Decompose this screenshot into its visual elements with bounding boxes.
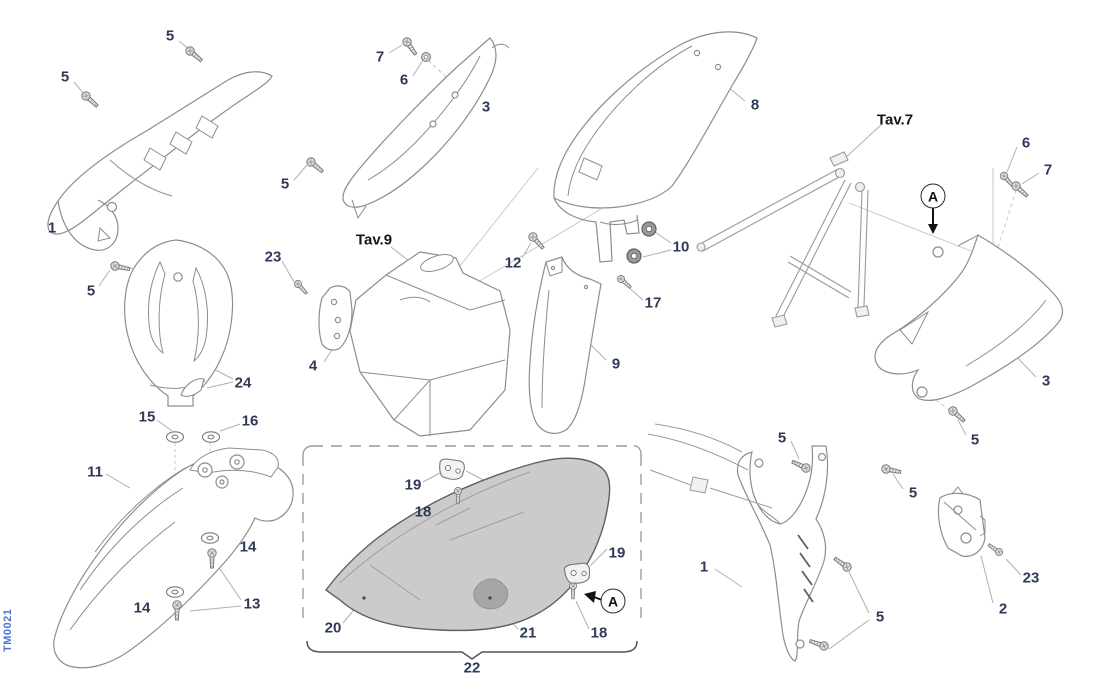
part-callout-23: 23 [1022,569,1040,587]
washer-icon [165,586,185,598]
part-bracket-4 [318,285,353,351]
screw-icon [79,89,101,110]
part-front-shroud-left [47,71,273,251]
part-splash-guard [528,256,602,434]
frame-fragment [647,423,773,509]
part-callout-1: 1 [47,219,57,237]
part-callout-5: 5 [875,608,885,626]
washer-icon [201,431,221,443]
drawing-code-watermark: TM0021 [2,608,14,652]
part-callout-15: 15 [138,408,156,426]
part-callout-1: 1 [699,558,709,576]
nut-hole [423,54,429,60]
part-callout-21: 21 [519,624,537,642]
part-callout-2: 2 [998,600,1008,618]
part-callout-20: 20 [324,619,342,637]
part-airbox [349,251,511,437]
part-callout-5: 5 [280,175,290,193]
part-callout-5: 5 [86,282,96,300]
part-callout-22: 22 [463,659,481,677]
part-callout-8: 8 [750,96,760,114]
part-callout-7: 7 [1043,161,1053,179]
part-callout-6: 6 [1021,134,1031,152]
screw-icon [292,278,310,297]
part-callout-19: 19 [404,476,422,494]
part-callout-5: 5 [165,27,175,45]
part-number-plate [124,239,234,407]
detail-arrows [584,208,938,603]
part-callout-9: 9 [611,355,621,373]
part-strip-24 [180,378,205,397]
washer-icon [165,431,185,443]
washer-icon [200,532,220,544]
part-callout-13: 13 [243,595,261,613]
screw-icon [109,260,132,274]
screw-icon [807,636,830,652]
screw-icon [304,155,326,176]
part-side-panel-top [342,37,510,220]
part-callout-5: 5 [60,68,70,86]
part-rear-side-panel [874,234,1064,401]
screw-icon [526,230,547,252]
tav-reference-Tav.7: Tav.7 [876,111,914,129]
part-callout-19: 19 [608,544,626,562]
seat-patch-21 [473,578,509,610]
part-callout-17: 17 [644,294,662,312]
part-callout-5: 5 [970,431,980,449]
screw-icon [400,35,420,58]
part-callout-12: 12 [504,254,522,272]
grommet-icon [641,221,657,237]
part-callout-7: 7 [375,48,385,66]
detail-marker-A: A [920,183,946,209]
part-callout-3: 3 [481,98,491,116]
part-callout-4: 4 [308,357,318,375]
part-callout-24: 24 [234,374,252,392]
screw-icon [831,554,854,574]
seat-group-box [302,445,642,660]
screw-icon [986,541,1005,558]
grommet-icon [626,248,642,264]
underbrace-22 [306,640,638,660]
part-callout-14: 14 [239,538,257,556]
screw-icon [569,582,577,600]
part-callout-6: 6 [399,71,409,89]
screw-icon [946,404,968,425]
tav-reference-Tav.9: Tav.9 [355,231,393,249]
part-rear-fender [553,31,758,263]
part-callout-3: 3 [1041,372,1051,390]
part-callout-10: 10 [672,238,690,256]
screw-icon [615,273,634,291]
part-callout-5: 5 [908,484,918,502]
part-seat [325,457,611,632]
construction-lines [174,59,1017,588]
screw-icon [1009,179,1031,200]
screw-icon [790,457,813,475]
fasteners [79,35,1031,652]
part-callout-23: 23 [264,248,282,266]
part-bracket-2 [937,486,986,557]
part-subframe [696,151,870,328]
part-callout-11: 11 [87,463,103,481]
part-callout-18: 18 [590,624,608,642]
part-front-fender [53,447,294,669]
part-callout-16: 16 [241,412,259,430]
screw-icon [880,463,903,477]
screw-icon [183,44,205,65]
detail-marker-A: A [600,588,626,614]
part-callout-14: 14 [133,599,151,617]
part-callout-5: 5 [777,429,787,447]
part-callout-18: 18 [414,503,432,521]
seat-bracket-icon [439,458,465,480]
part-rear-shroud [736,445,829,662]
